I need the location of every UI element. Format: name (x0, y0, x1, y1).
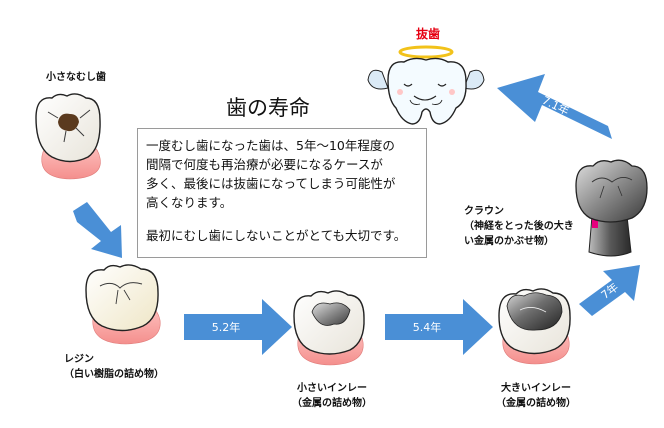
label-crown: クラウン （神経をとった後の大き い金属のかぶせ物） (464, 204, 574, 249)
label-crown-line-1: クラウン (464, 206, 504, 217)
page-title: 歯の寿命 (226, 96, 310, 120)
message-line-3: 多く、最後には抜歯になってしまう可能性が (146, 176, 396, 191)
tooth-small-cavity (35, 93, 101, 180)
arrow-label-5-4: 5.4年 (413, 320, 442, 334)
tooth-resin (85, 264, 161, 345)
label-crown-line-3: い金属のかぶせ物） (464, 236, 554, 247)
label-large-inlay-line-1: 大きいインレー (501, 383, 571, 394)
arrow-cavity-to-resin (73, 202, 122, 258)
message-box: 一度むし歯になった歯は、5年〜10年程度の 間隔で何度も再治療が必要になるケース… (137, 128, 427, 258)
label-large-inlay-line-2: （金属の詰め物） (496, 398, 576, 409)
label-resin-line-2: （白い樹脂の詰め物） (64, 369, 164, 380)
message-line-2: 間隔で何度も再治療が必要になるケースが (146, 157, 383, 172)
arrow-small-inlay-to-large-inlay: 5.4年 (385, 299, 493, 355)
label-extraction: 抜歯 (416, 27, 441, 41)
arrow-resin-to-small-inlay: 5.2年 (184, 299, 292, 355)
label-small-inlay-line-1: 小さいインレー (297, 383, 367, 394)
arrow-crown-to-extraction: 7.1年 (497, 74, 612, 139)
wing-right-icon (463, 69, 485, 90)
label-small-cavity: 小さなむし歯 (46, 72, 106, 83)
message-closing: 最初にむし歯にしないことがとても大切です。 (146, 228, 407, 243)
wing-left-icon (367, 69, 389, 90)
tooth-extracted-angel (367, 45, 485, 125)
tooth-large-inlay (498, 288, 571, 365)
arrow-label-5-2: 5.2年 (212, 320, 241, 334)
arrow-label-7-1: 7.1年 (540, 93, 572, 118)
label-small-inlay: 小さいインレー （金属の詰め物） (282, 381, 382, 411)
tooth-small-inlay (293, 290, 365, 366)
label-large-inlay: 大きいインレー （金属の詰め物） (486, 381, 586, 411)
label-resin: レジン （白い樹脂の詰め物） (64, 352, 164, 382)
label-small-inlay-line-2: （金属の詰め物） (292, 398, 372, 409)
message-line-4: 高くなります。 (146, 195, 233, 210)
arrow-large-inlay-to-crown: 7年 (579, 265, 640, 316)
halo-icon (398, 45, 454, 59)
message-line-1: 一度むし歯になった歯は、5年〜10年程度の (146, 138, 395, 153)
label-crown-line-2: （神経をとった後の大き (464, 221, 574, 232)
label-resin-line-1: レジン (64, 354, 94, 365)
tooth-crown (575, 159, 648, 257)
